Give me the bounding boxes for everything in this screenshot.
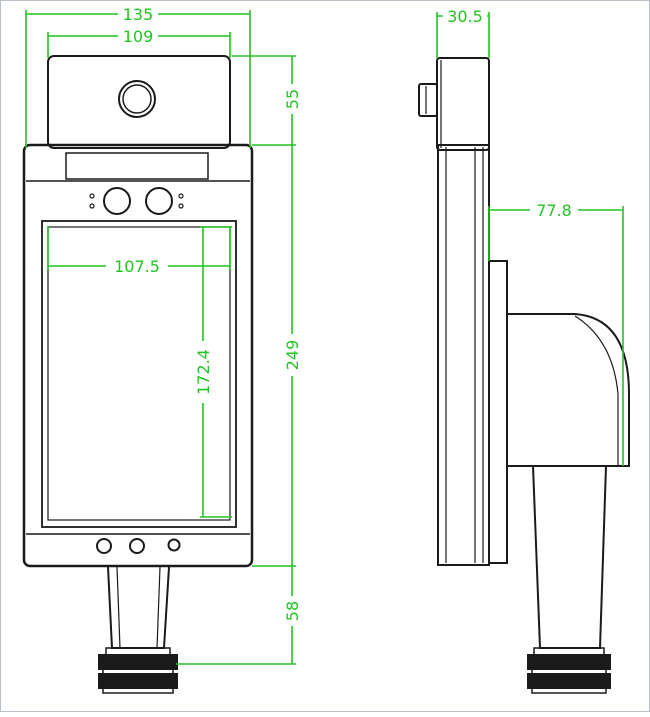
dim-label-stand-height: 58	[283, 601, 302, 621]
front-device-body	[22, 143, 254, 568]
front-sensor-right	[145, 187, 173, 215]
front-button-middle	[129, 538, 145, 554]
front-sensor-dot	[89, 203, 95, 209]
front-screen-outline	[41, 220, 237, 528]
front-sensor-dot	[178, 193, 184, 199]
front-sensor-dot	[178, 203, 184, 209]
side-base-nut	[527, 673, 611, 689]
dimension-labels: 135 109 107.5 30.5 77.8 55 249 58 172.4	[106, 5, 578, 626]
side-base-nut	[527, 654, 611, 670]
front-base-nut	[98, 673, 178, 689]
side-mount-plate	[488, 260, 508, 564]
front-stand-line	[156, 566, 161, 649]
side-view	[418, 57, 630, 694]
side-stand-neck	[532, 465, 607, 649]
front-base-bottom	[102, 687, 174, 694]
side-camera-knob	[418, 83, 438, 117]
side-bracket	[507, 313, 630, 467]
front-button-right	[167, 538, 181, 552]
front-top-label-window	[65, 152, 209, 180]
dim-label-camera-height: 55	[283, 89, 302, 109]
front-screen-display	[47, 226, 231, 521]
dim-label-screen-width: 107.5	[114, 257, 160, 276]
dim-label-camera-width: 109	[123, 27, 154, 46]
side-bracket-inner	[574, 315, 619, 466]
front-base-top-ring	[105, 647, 171, 656]
side-base-bottom	[531, 687, 607, 694]
front-camera-housing	[47, 55, 231, 149]
side-camera-housing	[436, 57, 490, 151]
dim-label-camera-depth: 30.5	[447, 7, 483, 26]
front-sensor-dot	[89, 193, 95, 199]
front-camera-lens-inner	[122, 84, 152, 114]
dim-label-screen-height: 172.4	[194, 349, 213, 395]
side-base-top-ring	[533, 647, 605, 656]
front-button-left	[96, 538, 112, 554]
dim-label-overall-width: 135	[123, 5, 154, 24]
dim-label-mount-depth: 77.8	[536, 201, 572, 220]
front-camera-lens-outer	[118, 80, 156, 118]
dim-label-overall-height: 249	[283, 340, 302, 371]
front-stand-line	[116, 566, 121, 649]
front-view	[22, 55, 254, 694]
front-base-nut	[98, 654, 178, 670]
front-sensor-left	[103, 187, 131, 215]
